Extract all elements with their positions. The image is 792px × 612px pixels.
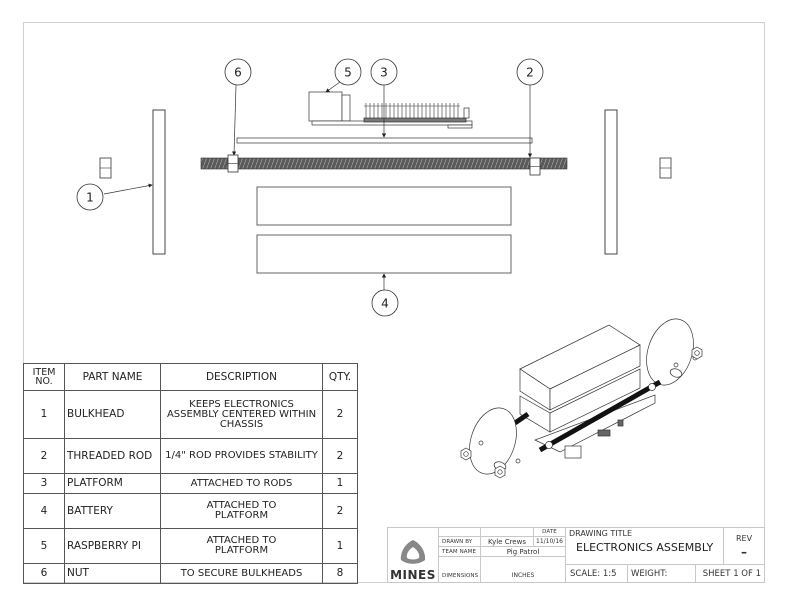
sheet-value: SHEET 1 OF 1 xyxy=(696,565,765,583)
bom-qty: 2 xyxy=(322,390,358,439)
leader-1 xyxy=(103,183,153,195)
balloon-2-label: 2 xyxy=(526,66,534,80)
raspberry-pi xyxy=(308,91,473,129)
bom-row: 4 BATTERY ATTACHED TO PLATFORM 2 xyxy=(23,493,358,529)
nut-on-rod-right xyxy=(529,157,541,176)
bom-part-name: BATTERY xyxy=(64,493,161,529)
isometric-view xyxy=(460,318,703,479)
bom-description: 1/4" ROD PROVIDES STABILITY xyxy=(160,438,323,474)
drawing-title-value: ELECTRONICS ASSEMBLY xyxy=(576,541,714,554)
balloon-4 xyxy=(371,289,399,317)
balloon-6-label: 6 xyxy=(234,66,242,80)
bom-qty: 8 xyxy=(322,563,358,584)
leader-5 xyxy=(325,81,341,93)
rev-label: REV xyxy=(735,533,753,543)
balloon-6 xyxy=(224,58,252,86)
drawn-by-value: Kyle Crews xyxy=(481,537,534,547)
team-name-label: TEAM NAME xyxy=(439,547,481,557)
iso-nut-left-fixed xyxy=(494,465,506,479)
dimensions-label: DIMENSIONS xyxy=(439,557,481,583)
weight-label: WEIGHT: xyxy=(628,565,696,583)
bom-part-name: THREADED ROD xyxy=(64,438,161,474)
bulkhead-left xyxy=(152,109,166,255)
bom-item-no: 6 xyxy=(23,563,65,584)
threaded-rod xyxy=(200,157,568,170)
bom-description: ATTACHED TO PLATFORM xyxy=(160,493,323,529)
balloon-3-label: 3 xyxy=(380,66,388,80)
bom-qty: 1 xyxy=(322,473,358,494)
bom-part-name: RASPBERRY PI xyxy=(64,528,161,564)
bom-header-part-name: PART NAME xyxy=(64,363,161,391)
nut-right-outer xyxy=(659,157,672,179)
bom-row: 1 BULKHEAD KEEPS ELECTRONICS ASSEMBLY CE… xyxy=(23,390,358,439)
battery-bottom xyxy=(256,234,512,274)
date-label: DATE xyxy=(534,527,566,537)
bom-header-qty: QTY. xyxy=(322,363,358,391)
scale-value: SCALE: 1:5 xyxy=(566,565,628,583)
bom-row: 2 THREADED ROD 1/4" ROD PROVIDES STABILI… xyxy=(23,438,358,474)
title-block: MINES DATE DRAWN BY Kyle Crews 11/10/16 … xyxy=(387,527,765,583)
platform xyxy=(236,137,533,144)
leader-6 xyxy=(232,84,237,156)
balloon-4-label: 4 xyxy=(381,297,389,311)
balloon-1-label: 1 xyxy=(86,191,94,205)
dimensions-value: INCHES xyxy=(481,557,566,583)
bom-item-no: 1 xyxy=(23,390,65,439)
bom-part-name: BULKHEAD xyxy=(64,390,161,439)
drawing-title-cell: DRAWING TITLE ELECTRONICS ASSEMBLY xyxy=(566,527,724,565)
bom-description: ATTACHED TO RODS xyxy=(160,473,323,494)
balloon-3 xyxy=(370,58,398,86)
balloon-5 xyxy=(334,58,362,86)
bom-qty: 2 xyxy=(322,438,358,474)
logo-cell: MINES xyxy=(387,527,439,583)
bom-row: 3 PLATFORM ATTACHED TO RODS 1 xyxy=(23,473,358,494)
iso-rod-back xyxy=(513,411,530,426)
bom-item-no: 2 xyxy=(23,438,65,474)
logo-text: MINES xyxy=(390,568,436,582)
battery-top xyxy=(256,186,512,226)
bom-item-no: 5 xyxy=(23,528,65,564)
bom-description: KEEPS ELECTRONICS ASSEMBLY CENTERED WITH… xyxy=(160,390,323,439)
bom-part-name: PLATFORM xyxy=(64,473,161,494)
bom-header-description: DESCRIPTION xyxy=(160,363,323,391)
bom-qty: 1 xyxy=(322,528,358,564)
drawing-title-label: DRAWING TITLE xyxy=(569,529,633,538)
bom-row: 5 RASPBERRY PI ATTACHED TO PLATFORM 1 xyxy=(23,528,358,564)
mines-triangle-logo-icon xyxy=(400,540,426,564)
bom-qty: 2 xyxy=(322,493,358,529)
bom-part-name: NUT xyxy=(64,563,161,584)
bom-row: 6 NUT TO SECURE BULKHEADS 8 xyxy=(23,563,358,584)
bom-header-row: ITEM NO. PART NAME DESCRIPTION QTY. xyxy=(23,363,358,391)
balloon-1 xyxy=(76,183,104,211)
team-name-value: Pig Patrol xyxy=(481,547,566,557)
iso-nut-right-loose xyxy=(691,346,703,360)
iso-rod-front xyxy=(538,379,662,453)
tb-blank-2 xyxy=(481,527,534,537)
balloon-5-label: 5 xyxy=(344,66,352,80)
bom-item-no: 4 xyxy=(23,493,65,529)
bill-of-materials-table: ITEM NO. PART NAME DESCRIPTION QTY. 1 BU… xyxy=(23,363,358,584)
bulkhead-right xyxy=(604,109,618,255)
nut-left-outer xyxy=(99,157,112,179)
drawn-by-label: DRAWN BY xyxy=(439,537,481,547)
rev-value: – xyxy=(741,544,747,559)
bom-item-no: 3 xyxy=(23,473,65,494)
date-value: 11/10/16 xyxy=(534,537,566,547)
balloon-2 xyxy=(516,58,544,86)
bom-description: TO SECURE BULKHEADS xyxy=(160,563,323,584)
iso-nut-left-loose xyxy=(460,447,472,461)
bom-header-item-no: ITEM NO. xyxy=(23,363,65,391)
nut-on-rod-left xyxy=(227,154,239,173)
iso-bulkhead-left xyxy=(469,407,517,475)
tb-blank-1 xyxy=(439,527,481,537)
bom-description: ATTACHED TO PLATFORM xyxy=(160,528,323,564)
rev-cell: REV – xyxy=(724,527,765,565)
